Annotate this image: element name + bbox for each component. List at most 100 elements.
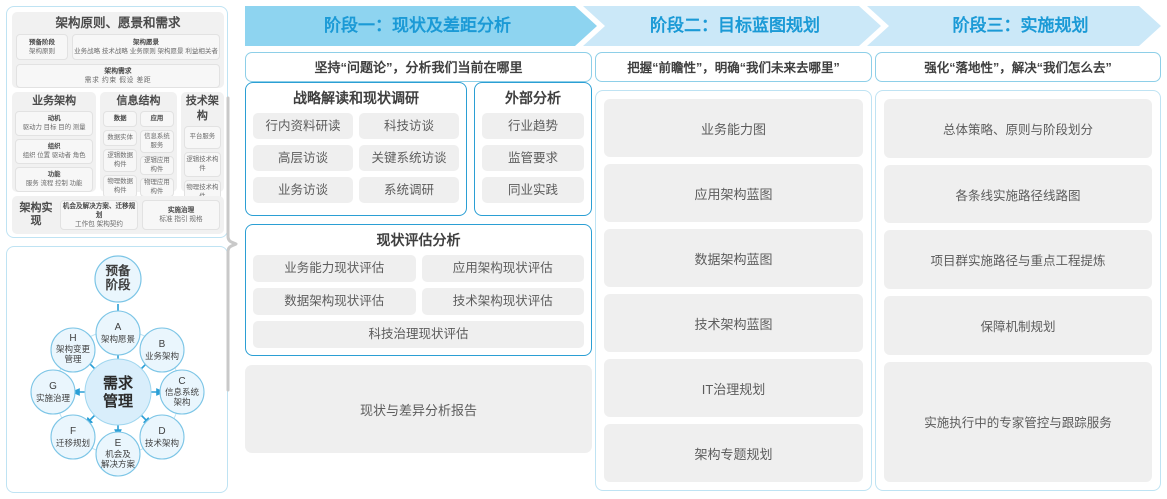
- svg-text:迁移规划: 迁移规划: [56, 438, 90, 448]
- phase-banner: 阶段一：现状及差距分析 阶段二：目标蓝图规划 阶段三：实施规划: [245, 6, 1161, 46]
- phase2-column: 把握“前瞻性”，明确“我们未来去哪里” 业务能力图 应用架构蓝图 数据架构蓝图 …: [595, 52, 872, 491]
- svg-text:管理: 管理: [103, 392, 133, 410]
- svg-text:需求: 需求: [103, 374, 134, 392]
- chip-business-capability-assessment[interactable]: 业务能力现状评估: [253, 255, 416, 282]
- item-it-governance-plan[interactable]: IT治理规划: [604, 359, 863, 417]
- svg-text:D: D: [158, 426, 165, 437]
- item-architecture-topic-plan[interactable]: 架构专题规划: [604, 424, 863, 482]
- item-assurance-mechanism-plan[interactable]: 保障机制规划: [884, 296, 1152, 355]
- architecture-vision-items: 业务战略 技术战略 业务原则 架构愿景 利益相关者: [74, 48, 218, 55]
- business-architecture-group: 业务架构 动机 驱动力 目标 目的 测量 组织 组织 位置 驱动者 角色 功能: [12, 92, 97, 192]
- phase3-subhead: 强化“落地性”，解决“我们怎么去”: [875, 52, 1161, 82]
- business-organization-title: 组织: [47, 143, 61, 150]
- svg-text:G: G: [49, 381, 57, 392]
- svg-text:机会及: 机会及: [105, 449, 131, 459]
- architecture-realization-block: 架构实现 机会及解决方案、迁移规划 工作包 架构契约 实施治理 标准 指引 规格: [12, 196, 224, 234]
- architecture-needs-items: 需求 约束 假设 差距: [84, 77, 152, 84]
- information-system-service-cell: 信息系统服务: [140, 130, 174, 153]
- business-function-items: 服务 流程 控制 功能: [25, 179, 83, 187]
- business-motivation-cell: 动机 驱动力 目标 目的 测量: [15, 111, 94, 136]
- item-expert-control-tracking-service[interactable]: 实施执行中的专家管控与跟踪服务: [884, 361, 1152, 482]
- item-business-capability-map[interactable]: 业务能力图: [604, 99, 863, 157]
- item-program-path-key-projects[interactable]: 项目群实施路径与重点工程提炼: [884, 230, 1152, 290]
- svg-text:架构: 架构: [173, 397, 190, 407]
- strategy-research-card: 战略解读和现状调研 行内资料研读 科技访谈 高层访谈 关键系统访谈 业务访谈 系…: [245, 82, 467, 216]
- adm-cycle-diagram: 预备 阶段 需求 管理 A 架构愿景 B 业务架构: [7, 247, 229, 494]
- implementation-governance-items: 标准 指引 规格: [159, 216, 203, 223]
- business-motivation-items: 驱动力 目标 目的 测量: [22, 123, 86, 131]
- data-column-label: 数据: [113, 114, 127, 122]
- svg-text:B: B: [159, 339, 166, 350]
- architecture-requirements-block: 架构原则、愿景和需求 预备阶段 架构原则 架构愿景 业务战略 技术战略 业务原则…: [12, 12, 224, 88]
- phase2-banner-label: 阶段二：目标蓝图规划: [650, 16, 820, 35]
- architecture-domains-row: 业务架构 动机 驱动力 目标 目的 测量 组织 组织 位置 驱动者 角色 功能: [12, 92, 224, 205]
- phase3-banner-label: 阶段三：实施规划: [952, 16, 1089, 35]
- business-function-title: 功能: [47, 171, 61, 178]
- item-data-arch-blueprint[interactable]: 数据架构蓝图: [604, 229, 863, 287]
- chip-tech-governance-assessment[interactable]: 科技治理现状评估: [253, 321, 584, 348]
- item-technology-arch-blueprint[interactable]: 技术架构蓝图: [604, 294, 863, 352]
- strategy-research-title: 战略解读和现状调研: [293, 90, 419, 106]
- phase1-column: 坚持“问题论”，分析我们当前在哪里 战略解读和现状调研 行内资料研读 科技访谈 …: [245, 52, 592, 453]
- svg-text:F: F: [70, 426, 76, 437]
- chip-technology-arch-assessment[interactable]: 技术架构现状评估: [421, 288, 584, 315]
- technology-architecture-title: 技术架构: [185, 95, 219, 122]
- business-function-cell: 功能 服务 流程 控制 功能: [15, 167, 94, 192]
- business-motivation-title: 动机: [47, 115, 61, 122]
- business-organization-cell: 组织 组织 位置 驱动者 角色: [15, 139, 94, 164]
- svg-text:H: H: [69, 333, 76, 344]
- phase1-banner-label: 阶段一：现状及差距分析: [324, 16, 511, 35]
- chip-regulatory-requirement[interactable]: 监管要求: [482, 145, 584, 171]
- svg-text:管理: 管理: [64, 354, 82, 364]
- gap-analysis-report-box[interactable]: 现状与差异分析报告: [245, 365, 592, 453]
- adm-cycle-panel: 预备 阶段 需求 管理 A 架构愿景 B 业务架构: [6, 246, 228, 493]
- chip-key-system-interview[interactable]: 关键系统访谈: [359, 145, 459, 171]
- platform-service-cell: 平台服务: [183, 126, 221, 149]
- logical-application-component-cell: 逻辑应用构件: [140, 156, 174, 175]
- chip-system-research[interactable]: 系统调研: [359, 177, 459, 203]
- svg-text:架构变更: 架构变更: [56, 344, 91, 354]
- chip-data-arch-assessment[interactable]: 数据架构现状评估: [253, 288, 416, 315]
- svg-text:预备: 预备: [105, 263, 131, 278]
- information-architecture-group: 信息结构 数据 数据实体 逻辑数据构件 物理数据构件 应用: [100, 92, 177, 198]
- svg-text:业务架构: 业务架构: [145, 351, 179, 361]
- phase3-items-panel: 总体策略、原则与阶段划分 各条线实施路径线路图 项目群实施路径与重点工程提炼 保…: [875, 90, 1161, 491]
- svg-text:技术架构: 技术架构: [145, 438, 179, 448]
- svg-text:C: C: [178, 376, 185, 387]
- architecture-vision-cell: 架构愿景 业务战略 技术战略 业务原则 架构愿景 利益相关者: [72, 34, 220, 60]
- chip-industry-trend[interactable]: 行业趋势: [482, 113, 584, 139]
- togaf-framework-panel: 架构原则、愿景和需求 预备阶段 架构原则 架构愿景 业务战略 技术战略 业务原则…: [6, 6, 228, 238]
- svg-text:解决方案: 解决方案: [101, 459, 136, 469]
- svg-text:架构愿景: 架构愿景: [101, 334, 135, 344]
- opportunity-migration-title: 机会及解决方案、迁移规划: [62, 202, 136, 219]
- left-column: 架构原则、愿景和需求 预备阶段 架构原则 架构愿景 业务战略 技术战略 业务原则…: [6, 6, 228, 493]
- opportunity-migration-items: 工作包 架构契约: [75, 220, 123, 228]
- current-state-assessment-card: 现状评估分析 业务能力现状评估 应用架构现状评估 数据架构现状评估 技术架构现状…: [245, 224, 592, 356]
- item-line-implementation-roadmap[interactable]: 各条线实施路径线路图: [884, 164, 1152, 224]
- opportunity-migration-cell: 机会及解决方案、迁移规划 工作包 架构契约: [60, 200, 138, 230]
- external-analysis-title: 外部分析: [505, 90, 561, 106]
- phase3-column: 强化“落地性”，解决“我们怎么去” 总体策略、原则与阶段划分 各条线实施路径线路…: [875, 52, 1161, 491]
- chip-business-interview[interactable]: 业务访谈: [253, 177, 353, 203]
- application-column-label: 应用: [150, 114, 164, 122]
- phase2-subhead: 把握“前瞻性”，明确“我们未来去哪里”: [595, 52, 872, 82]
- technology-architecture-group: 技术架构 平台服务 逻辑技术构件 物理技术构件: [180, 92, 224, 205]
- requirements-block-title: 架构原则、愿景和需求: [55, 16, 181, 30]
- chip-tech-interview[interactable]: 科技访谈: [359, 113, 459, 139]
- application-column-title: 应用: [140, 111, 174, 127]
- data-entity-cell: 数据实体: [103, 130, 138, 146]
- chip-exec-interview[interactable]: 高层访谈: [253, 145, 353, 171]
- architecture-needs-cell: 架构需求 需求 约束 假设 差距: [16, 64, 220, 88]
- prep-phase-line1: 预备阶段: [29, 39, 55, 46]
- business-architecture-title: 业务架构: [32, 95, 77, 107]
- svg-text:实施治理: 实施治理: [36, 393, 71, 403]
- chip-peer-practice[interactable]: 同业实践: [482, 177, 584, 203]
- grouping-brace: [226, 96, 248, 392]
- prep-phase-line2: 架构原则: [29, 48, 55, 55]
- chip-application-arch-assessment[interactable]: 应用架构现状评估: [421, 255, 584, 282]
- data-column-title: 数据: [103, 111, 138, 127]
- item-overall-strategy-principles-phasing[interactable]: 总体策略、原则与阶段划分: [884, 99, 1152, 158]
- item-application-arch-blueprint[interactable]: 应用架构蓝图: [604, 164, 863, 222]
- chip-internal-materials[interactable]: 行内资料研读: [253, 113, 353, 139]
- svg-text:阶段: 阶段: [105, 277, 131, 292]
